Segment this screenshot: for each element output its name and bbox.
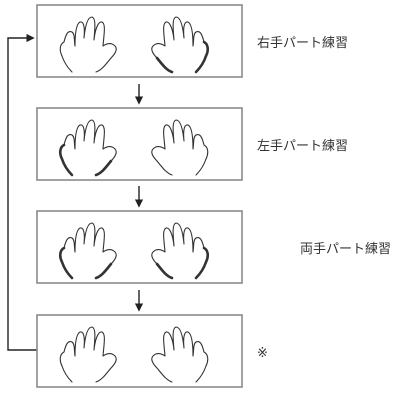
step-1-label: 右手パート練習 [257,36,348,52]
step-4-label: ※ [257,346,268,362]
step-2-box [37,108,242,180]
step-4-box [37,315,242,387]
step-1-box [37,5,242,77]
loop-back-arrow [8,38,37,350]
step-2-label: 左手パート練習 [257,139,348,155]
step-3-label: 両手パート練習 [300,242,391,258]
step-3-box [37,211,242,283]
